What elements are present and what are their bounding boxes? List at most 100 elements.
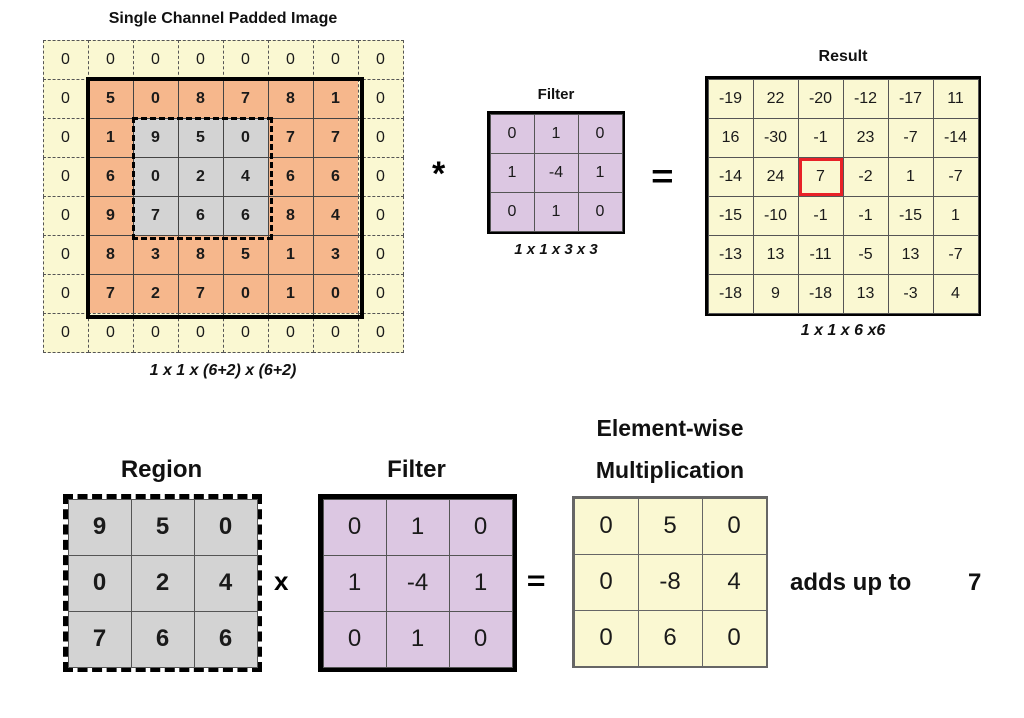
grid-cell: 6: [130, 610, 195, 668]
padded-image-title: Single Channel Padded Image: [108, 10, 338, 27]
grid-cell: 0: [222, 117, 269, 158]
grid-cell: 0: [87, 39, 134, 80]
grid-cell: 6: [637, 609, 703, 667]
grid-cell: -15: [887, 195, 934, 236]
grid-cell: 0: [448, 498, 513, 556]
grid-cell: 0: [322, 498, 387, 556]
grid-cell: 11: [932, 78, 979, 119]
grid-cell: 1: [385, 498, 450, 556]
result-title: Result: [818, 48, 868, 65]
grid-cell: -10: [752, 195, 799, 236]
grid-cell: -14: [932, 117, 979, 158]
filter-title: Filter: [537, 86, 575, 103]
grid-cell: 16: [707, 117, 754, 158]
grid-cell: 7: [267, 117, 314, 158]
grid-cell: 5: [130, 498, 195, 556]
grid-cell: 1: [577, 152, 623, 193]
grid-cell: 1: [322, 554, 387, 612]
grid-cell: -4: [385, 554, 450, 612]
grid-cell: -13: [707, 234, 754, 275]
grid-cell: 0: [177, 312, 224, 353]
grid-cell: 0: [87, 312, 134, 353]
grid-cell: 0: [448, 610, 513, 668]
grid-cell: -15: [707, 195, 754, 236]
grid-cell: -18: [707, 273, 754, 314]
grid-cell: 7: [312, 117, 359, 158]
grid-cell: 23: [842, 117, 889, 158]
grid-cell: -20: [797, 78, 844, 119]
grid-cell: 6: [312, 156, 359, 197]
grid-cell: 7: [797, 156, 844, 197]
grid-cell: 0: [357, 156, 404, 197]
grid-cell: 0: [312, 312, 359, 353]
region-title: Region: [120, 456, 203, 483]
grid-cell: 0: [222, 39, 269, 80]
grid-cell: 6: [87, 156, 134, 197]
grid-cell: 1: [489, 152, 535, 193]
grid-cell: 0: [489, 113, 535, 154]
sum-value: 7: [968, 569, 982, 596]
elementwise-title-line1: Element-wise: [596, 415, 744, 441]
grid-cell: 0: [42, 273, 89, 314]
grid-cell: -2: [842, 156, 889, 197]
grid-cell: 5: [177, 117, 224, 158]
grid-cell: 0: [42, 78, 89, 119]
grid-cell: -7: [887, 117, 934, 158]
grid-cell: 0: [42, 234, 89, 275]
grid-cell: 1: [385, 610, 450, 668]
grid-cell: -3: [887, 273, 934, 314]
grid-cell: 0: [577, 191, 623, 232]
filter-bottom-title: Filter: [387, 456, 446, 483]
grid-cell: 0: [193, 498, 258, 556]
grid-cell: 1: [932, 195, 979, 236]
grid-cell: 0: [42, 156, 89, 197]
grid-cell: 9: [87, 195, 134, 236]
grid-cell: 24: [752, 156, 799, 197]
grid-cell: 0: [132, 39, 179, 80]
grid-cell: 0: [42, 39, 89, 80]
grid-cell: -11: [797, 234, 844, 275]
grid-cell: 7: [177, 273, 224, 314]
grid-cell: 1: [312, 78, 359, 119]
grid-cell: -17: [887, 78, 934, 119]
grid-cell: 8: [177, 78, 224, 119]
grid-cell: 8: [177, 234, 224, 275]
grid-cell: 0: [357, 234, 404, 275]
grid-cell: 3: [312, 234, 359, 275]
grid-cell: 0: [573, 609, 639, 667]
grid-cell: 4: [932, 273, 979, 314]
convolution-operator: *: [432, 155, 446, 193]
grid-cell: 1: [448, 554, 513, 612]
grid-cell: 8: [267, 78, 314, 119]
grid-cell: 8: [87, 234, 134, 275]
grid-cell: 0: [312, 273, 359, 314]
grid-cell: 6: [193, 610, 258, 668]
grid-cell: 0: [42, 117, 89, 158]
grid-cell: 6: [267, 156, 314, 197]
grid-cell: -7: [932, 156, 979, 197]
grid-cell: -1: [797, 195, 844, 236]
grid-cell: -30: [752, 117, 799, 158]
grid-cell: 8: [267, 195, 314, 236]
grid-cell: 0: [322, 610, 387, 668]
elementwise-title-line2: Multiplication: [595, 457, 745, 483]
grid-cell: 0: [132, 78, 179, 119]
grid-cell: 0: [132, 312, 179, 353]
grid-cell: 0: [577, 113, 623, 154]
grid-cell: 5: [222, 234, 269, 275]
grid-cell: 2: [132, 273, 179, 314]
grid-cell: 0: [573, 497, 639, 555]
grid-cell: 0: [357, 195, 404, 236]
grid-cell: 1: [267, 234, 314, 275]
equals-bottom-operator: =: [526, 565, 546, 596]
grid-cell: -12: [842, 78, 889, 119]
elementwise-title: Element-wise Multiplication: [563, 415, 777, 484]
grid-cell: 2: [130, 554, 195, 612]
grid-cell: 4: [193, 554, 258, 612]
grid-cell: 0: [312, 39, 359, 80]
times-operator: x: [274, 566, 289, 596]
